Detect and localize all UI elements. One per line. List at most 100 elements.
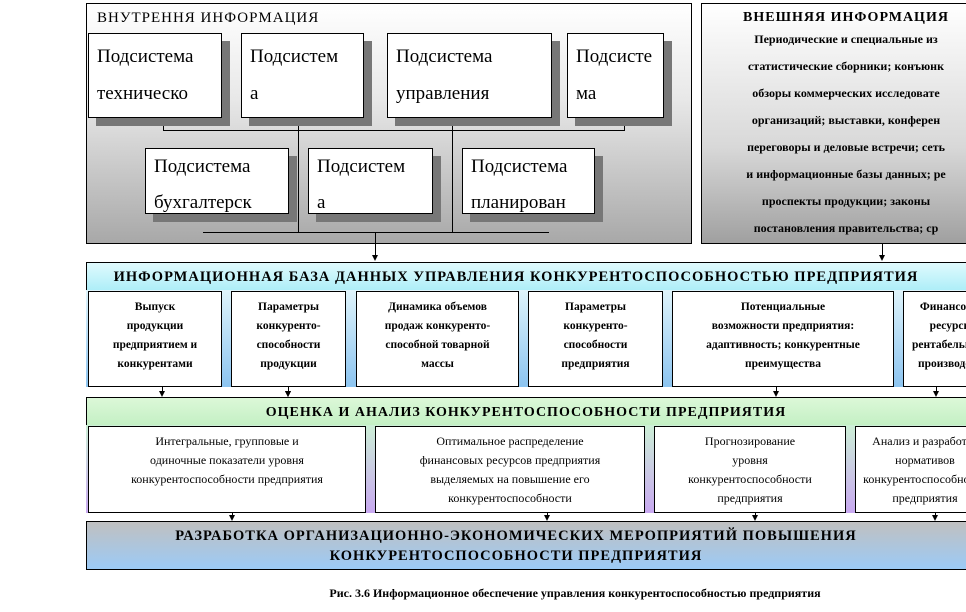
external-source-line: обзоры коммерческих исследовате <box>752 86 940 100</box>
analysis-item-line: предприятия <box>717 491 783 505</box>
external-source-line: статистические сборники; конъюнк <box>747 59 945 73</box>
database-item-line: продукции <box>126 320 184 332</box>
connector <box>452 117 453 232</box>
connector <box>547 513 548 516</box>
database-item: Потенциальные возможности предприятия: ада… <box>672 291 894 387</box>
connector <box>882 244 883 256</box>
analysis-item: Анализ и разработка нормативов конкурентос… <box>855 426 966 513</box>
external-title: ВНЕШНЯЯ ИНФОРМАЦИЯ <box>743 10 949 25</box>
database-item-line: способной товарной <box>385 339 490 351</box>
arrow-icon <box>932 515 938 521</box>
external-source-line: постановления правительства; ср <box>753 221 939 235</box>
connector <box>288 387 289 391</box>
database-item-line: ресурсы; <box>929 320 966 332</box>
external-source-line: проспекты продукции; законы <box>761 194 931 208</box>
connector <box>375 232 376 256</box>
database-item-line: Выпуск <box>134 301 176 313</box>
database-item-line: преимущества <box>744 358 821 370</box>
analysis-item-line: Анализ и разработка <box>872 434 966 448</box>
database-item-line: Динамика объемов <box>388 301 487 313</box>
database-item: Параметры конкуренто-способности предприят… <box>528 291 663 387</box>
database-item-line: Параметры <box>565 301 626 313</box>
analysis-item-line: конкурентоспособности <box>448 491 572 505</box>
database-item-line: способности <box>256 339 321 351</box>
external-source-line: и информационные базы данных; ре <box>746 167 946 181</box>
database-item-line: предприятием и <box>112 339 198 351</box>
external-information-panel: ВНЕШНЯЯ ИНФОРМАЦИЯ Периодические и специ… <box>701 3 966 244</box>
analysis-item-line: выделяемых на повышение его <box>430 472 590 486</box>
development-box: РАЗРАБОТКА ОРГАНИЗАЦИОННО-ЭКОНОМИЧЕСКИХ … <box>86 521 966 570</box>
subsystem-label: Подсистема <box>154 156 251 177</box>
analysis-item-line: конкурентоспособности <box>688 472 812 486</box>
connector <box>203 232 549 233</box>
subsystem-label: Подсистема <box>396 46 493 67</box>
analysis-item: Оптимальное распределение финансовых ресу… <box>375 426 645 513</box>
subsystem-box: Подсистема техническо <box>88 33 222 118</box>
subsystem-label: техническо <box>97 83 188 104</box>
connector <box>935 513 936 516</box>
subsystem-label: а <box>250 83 259 104</box>
connector <box>162 387 163 391</box>
database-item-line: рентабельность <box>911 339 966 351</box>
subsystem-label: управления <box>396 83 490 104</box>
arrow-icon <box>285 391 291 397</box>
subsystem-label: Подсистема <box>97 46 194 67</box>
subsystem-label: Подсистема <box>471 156 568 177</box>
analysis-item-line: Прогнозирование <box>704 434 796 448</box>
database-item-line: конкурентами <box>117 358 193 370</box>
database-title: ИНФОРМАЦИОННАЯ БАЗА ДАННЫХ УПРАВЛЕНИЯ КО… <box>86 262 966 291</box>
subsystem-box: Подсистем а <box>241 33 364 118</box>
arrow-icon <box>159 391 165 397</box>
database-item: Финансовые ресурсы; рентабельность производ… <box>903 291 966 387</box>
analysis-item-line: Интегральные, групповые и <box>155 434 299 448</box>
analysis-item-line: нормативов <box>895 453 955 467</box>
subsystem-box: Подсистема планирован <box>462 148 595 214</box>
subsystem-label: Подсистем <box>250 46 339 67</box>
subsystem-box: Подсистема управления <box>387 33 552 118</box>
analysis-item-line: конкурентоспособности предприятия <box>131 472 323 486</box>
database-item-line: возможности предприятия: <box>711 320 855 332</box>
subsystem-label: а <box>317 192 326 213</box>
analysis-item-line: конкурентоспособности <box>863 472 966 486</box>
connector <box>232 513 233 516</box>
subsystem-box: Подсисте ма <box>567 33 664 118</box>
subsystem-label: планирован <box>471 192 566 213</box>
arrow-icon <box>773 391 779 397</box>
external-source-line: организаций; выставки, конферен <box>751 113 941 127</box>
arrow-icon <box>933 391 939 397</box>
analysis-item-line: Оптимальное распределение <box>436 434 584 448</box>
subsystem-label: Подсистем <box>317 156 406 177</box>
subsystem-label: Подсисте <box>576 46 653 67</box>
database-item-line: конкуренто- <box>256 320 321 332</box>
database-item-line: предприятия <box>561 358 630 370</box>
database-item-line: массы <box>421 358 454 370</box>
arrow-icon <box>372 255 378 261</box>
internal-title: ВНУТРЕННЯ ИНФОРМАЦИЯ <box>97 10 320 26</box>
subsystem-label: бухгалтерск <box>154 192 252 213</box>
connector <box>624 117 625 130</box>
subsystem-box: Подсистема бухгалтерск <box>145 148 289 214</box>
connector <box>936 387 937 391</box>
database-item-line: производства <box>917 358 966 370</box>
database-item-line: конкуренто- <box>563 320 628 332</box>
database-item-line: Финансовые <box>919 301 966 313</box>
subsystem-box: Подсистем а <box>308 148 433 214</box>
figure-caption: Рис. 3.6 Информационное обеспечение упра… <box>329 586 821 600</box>
subsystem-label: ма <box>576 83 597 104</box>
connector <box>755 513 756 516</box>
analysis-item-line: предприятия <box>892 491 958 505</box>
database-item-line: способности <box>563 339 628 351</box>
database-item-line: Потенциальные <box>740 301 826 313</box>
development-line1: РАЗРАБОТКА ОРГАНИЗАЦИОННО-ЭКОНОМИЧЕСКИХ … <box>175 528 857 544</box>
connector <box>163 117 164 130</box>
database-item-line: продаж конкуренто- <box>384 320 491 332</box>
analysis-title: ОЦЕНКА И АНАЛИЗ КОНКУРЕНТОСПОСОБНОСТИ ПР… <box>86 397 966 426</box>
database-item: Динамика объемов продаж конкуренто-способ… <box>356 291 519 387</box>
database-item: Выпуск продукции предприятием и конкурентам… <box>88 291 222 387</box>
arrow-icon <box>544 515 550 521</box>
database-item-line: адаптивность; конкурентные <box>706 339 860 351</box>
analysis-item-line: финансовых ресурсов предприятия <box>419 453 601 467</box>
arrow-icon <box>752 515 758 521</box>
